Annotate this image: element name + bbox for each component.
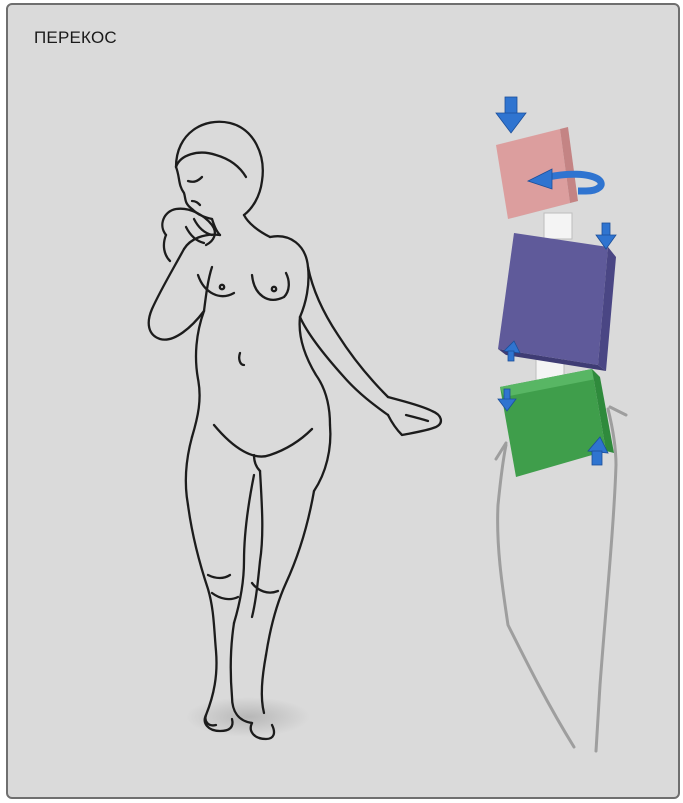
arrow-down-icon [596,223,616,249]
diagram-frame: ПЕРЕКОС [6,3,680,799]
illustration [8,5,680,799]
connector-upper [544,213,572,239]
human-figure [149,122,441,739]
arrow-down-icon [496,97,526,133]
